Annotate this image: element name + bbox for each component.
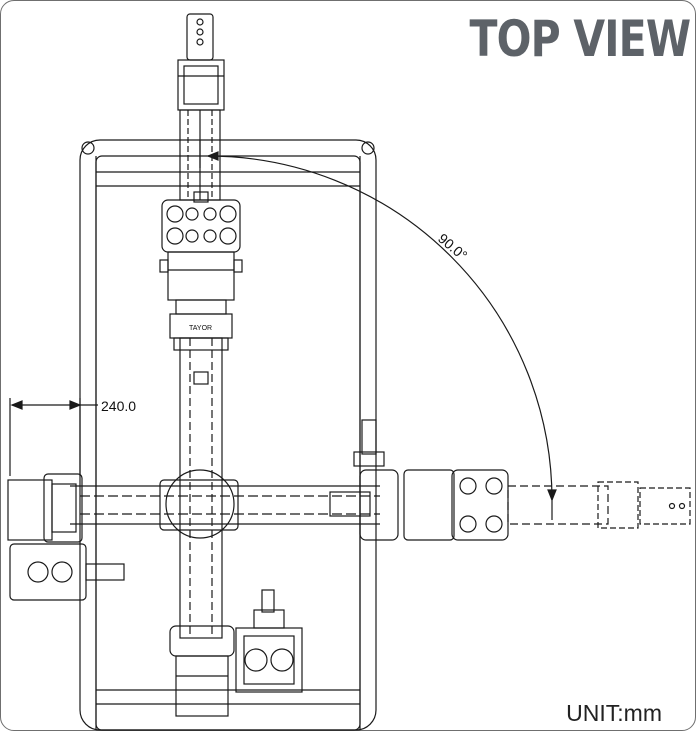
view-title: TOP VIEW: [469, 10, 691, 68]
angle-dimension-90: [199, 140, 557, 520]
unit-label: UNIT:mm: [566, 700, 662, 726]
bottom-block: [169, 589, 303, 717]
horizontal-arm: [70, 419, 399, 541]
dimension-240-label: 240.0: [101, 398, 136, 414]
upper-valve-block: [159, 191, 243, 339]
vertical-arm-lower: [173, 337, 229, 639]
base-frame: [79, 139, 377, 731]
linear-dimension-240: [9, 398, 98, 476]
right-rotated-arm: [403, 469, 691, 541]
left-end-assembly: [7, 473, 125, 601]
brand-label: TAYOR: [189, 325, 212, 332]
